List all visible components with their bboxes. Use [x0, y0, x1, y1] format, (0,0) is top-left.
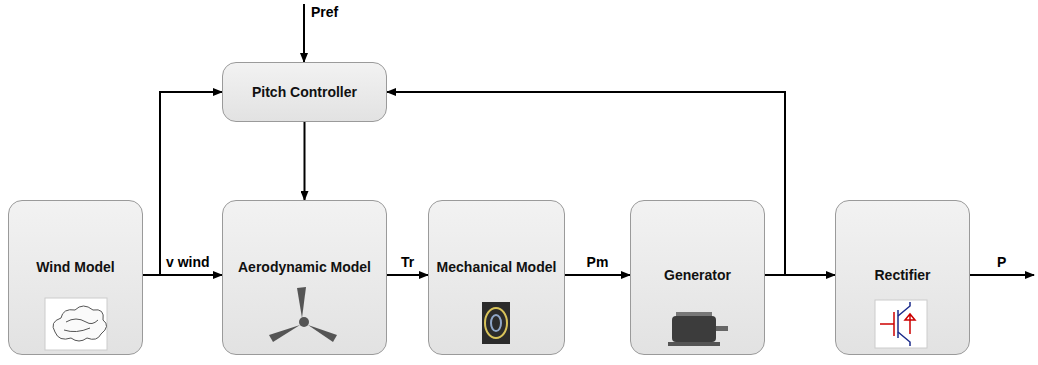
model-box: Generator — [630, 200, 765, 355]
block-title: Rectifier — [874, 267, 930, 284]
reference-input-line — [303, 4, 305, 62]
signal-arrow — [143, 92, 222, 275]
model-box: Aerodynamic Model — [222, 200, 387, 355]
signal-label: Pref — [310, 4, 339, 20]
block-title: Aerodynamic Model — [238, 259, 371, 276]
signal-arrow — [565, 274, 630, 276]
signal-label: Pm — [586, 254, 610, 270]
signal-arrow — [304, 122, 306, 200]
block-title: Generator — [664, 267, 731, 284]
block-title: Wind Model — [36, 259, 114, 276]
signal-label: v wind — [165, 254, 211, 270]
controller-box: Pitch Controller — [222, 62, 387, 122]
power-output-line — [970, 274, 1034, 276]
signal-label: Tr — [400, 254, 415, 270]
model-box: Mechanical Model — [428, 200, 565, 355]
signal-label: P — [996, 254, 1007, 270]
signal-arrow — [387, 274, 428, 276]
block-title: Pitch Controller — [252, 84, 357, 101]
model-box: Wind Model — [8, 200, 143, 355]
block-title: Mechanical Model — [437, 259, 557, 276]
model-box: Rectifier — [835, 200, 970, 355]
